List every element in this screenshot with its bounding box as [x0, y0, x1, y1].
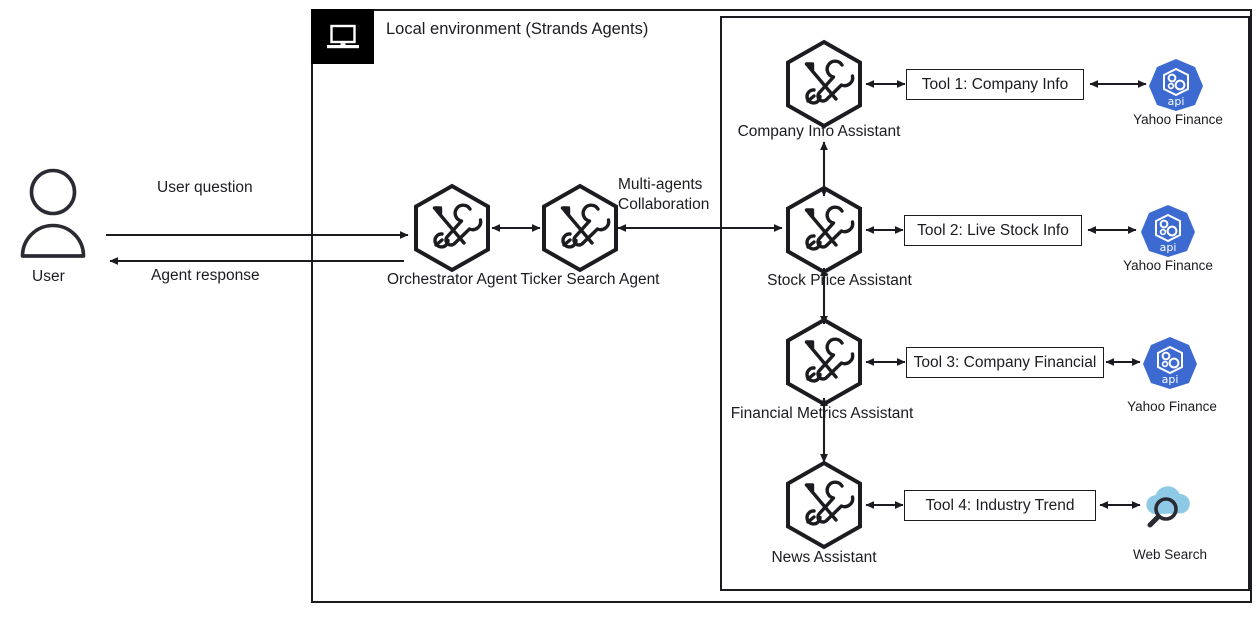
yahoo-finance-label-3: Yahoo Finance	[1127, 399, 1217, 414]
assistants-group-frame	[720, 16, 1250, 591]
web-search-label: Web Search	[1132, 547, 1208, 562]
orchestrator-agent-icon[interactable]	[412, 183, 492, 278]
company-info-assistant-icon[interactable]	[784, 39, 864, 134]
stock-price-assistant-label: Stock Price Assistant	[767, 272, 912, 289]
financial-metrics-assistant-icon[interactable]	[784, 317, 864, 412]
yahoo-finance-label-2: Yahoo Finance	[1123, 258, 1213, 273]
environment-title: Local environment (Strands Agents)	[386, 20, 649, 38]
orchestrator-agent-label: Orchestrator Agent	[386, 271, 518, 288]
svg-text:api: api	[1160, 241, 1177, 254]
news-assistant-label: News Assistant	[771, 549, 877, 566]
tool-4-box[interactable]: Tool 4: Industry Trend	[904, 490, 1096, 521]
agent-response-label: Agent response	[151, 267, 260, 284]
local-environment-frame	[311, 9, 1252, 603]
ticker-search-agent-label: Ticker Search Agent	[520, 271, 660, 288]
laptop-icon	[311, 9, 374, 64]
user-question-label: User question	[157, 179, 253, 196]
multi-agents-collaboration-label: Multi-agents Collaboration	[618, 175, 709, 215]
yahoo-finance-label-1: Yahoo Finance	[1133, 112, 1223, 127]
tool-2-box[interactable]: Tool 2: Live Stock Info	[904, 215, 1082, 246]
api-gears-icon: api	[1148, 57, 1204, 118]
company-info-assistant-label: Company Info Assistant	[737, 123, 901, 140]
stock-price-assistant-icon[interactable]	[784, 185, 864, 280]
api-gears-icon: api	[1142, 335, 1198, 396]
api-gears-icon: api	[1140, 203, 1196, 264]
svg-text:api: api	[1162, 373, 1179, 386]
ticker-search-agent-icon[interactable]	[540, 183, 620, 278]
tool-1-box[interactable]: Tool 1: Company Info	[906, 69, 1084, 100]
news-assistant-icon[interactable]	[784, 460, 864, 555]
svg-text:api: api	[1168, 95, 1185, 108]
tool-3-box[interactable]: Tool 3: Company Financial	[906, 347, 1104, 378]
financial-metrics-assistant-label: Financial Metrics Assistant	[730, 405, 914, 422]
multi-agents-line-2: Collaboration	[618, 196, 710, 213]
cloud-search-icon	[1138, 478, 1198, 539]
user-avatar-icon	[18, 168, 88, 263]
multi-agents-line-1: Multi-agents	[618, 176, 703, 193]
user-label: User	[32, 268, 65, 285]
